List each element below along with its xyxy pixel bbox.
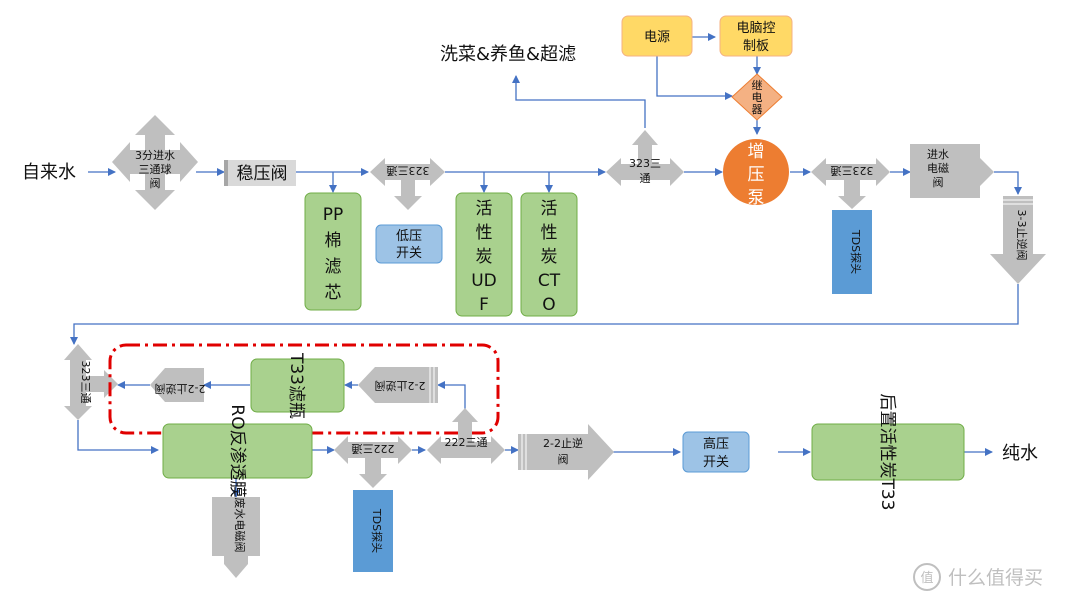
tds2-label: TDS探头	[370, 508, 383, 553]
relay-char-2: 电	[752, 91, 763, 104]
udf-line-1: 活	[476, 199, 493, 219]
check3-line-1: 2-2止逆	[543, 436, 583, 450]
high-sw-line-2: 开关	[703, 455, 729, 470]
check-valve-3: 2-2止逆 阀	[518, 424, 614, 480]
udf-filter: 活 性 炭 UD F	[455, 192, 513, 317]
cto-line-1: 活	[541, 199, 558, 219]
ball-valve-line-1: 3分进水	[135, 149, 175, 162]
pp-line-1: PP	[323, 205, 344, 225]
inlet-line-3: 阀	[933, 175, 944, 189]
tds-probe-2: TDS探头	[353, 490, 393, 572]
pump-char-1: 增	[748, 142, 765, 162]
tee1: 323三通	[370, 158, 445, 210]
tap-water-label: 自来水	[22, 162, 76, 183]
inlet-line-1: 进水	[927, 148, 949, 161]
ro-label: RO反渗透膜	[227, 404, 247, 497]
tee2-line-2: 通	[640, 172, 651, 185]
tee2-line-1: 323三	[629, 157, 661, 170]
t33-bottle: T33滤瓶	[250, 352, 345, 419]
relay-diamond: 继 电 器	[731, 73, 783, 121]
tee3-label: 323三通	[831, 164, 874, 177]
tee4: 323三通	[64, 344, 118, 420]
tee6-line-1: 222三通	[445, 436, 488, 449]
pp-line-3: 滤	[325, 257, 342, 277]
line-to-wash	[512, 75, 646, 128]
tee5: 222三通	[334, 436, 412, 488]
check2-label: 2-2止逆阀	[375, 379, 426, 393]
check1-label: 3-3止逆阀	[1015, 210, 1029, 261]
booster-pump: 增 压 泵	[723, 139, 789, 208]
check4-label: 2-2止逆阀	[155, 382, 206, 396]
udf-line-2: 性	[476, 223, 493, 243]
pp-filter: PP 棉 滤 芯	[304, 192, 362, 311]
waste-solenoid: 废水电磁阀	[212, 497, 260, 578]
watermark-logo-icon	[913, 563, 941, 591]
check-valve-4: 2-2止逆阀	[150, 368, 205, 402]
control-board-box: 电脑控 制板	[719, 15, 793, 57]
inlet-solenoid: 进水 电磁 阀	[910, 144, 994, 198]
cto-line-2: 性	[541, 223, 558, 243]
ro-membrane: RO反渗透膜	[162, 404, 313, 498]
watermark-logo-glyph: 值	[920, 570, 933, 586]
flow-lines	[70, 33, 1022, 498]
low-pressure-switch: 低压 开关	[375, 224, 443, 264]
udf-line-4: UD	[471, 271, 497, 291]
waste-label: 废水电磁阀	[233, 498, 247, 553]
tee1-label: 323三通	[387, 164, 430, 177]
pressure-regulator: 稳压阀	[224, 160, 296, 186]
line-power-to-relay	[656, 56, 733, 100]
regulator-label: 稳压阀	[237, 164, 288, 184]
cto-filter: 活 性 炭 CT O	[520, 192, 578, 317]
post-carbon-filter: 后置活性炭T33	[811, 393, 965, 511]
check-valve-2: 2-2止逆阀	[358, 367, 438, 403]
pump-char-3: 泵	[748, 188, 765, 208]
high-sw-line-1: 高压	[703, 436, 729, 452]
check-valve-1: 3-3止逆阀	[990, 196, 1046, 284]
tds1-label: TDS探头	[849, 229, 862, 274]
pp-line-4: 芯	[325, 283, 342, 303]
watermark: 值 什么值得买	[913, 563, 1043, 591]
watermark-text: 什么值得买	[948, 567, 1043, 589]
line-tee4-to-ro	[77, 420, 159, 454]
post-carbon-label: 后置活性炭T33	[877, 393, 897, 510]
control-board-label-2: 制板	[743, 39, 769, 54]
ball-valve-line-3: 阀	[150, 176, 161, 190]
cto-line-3: 炭	[541, 247, 558, 267]
post-filter-loop-dashed	[108, 343, 500, 435]
pure-water-label: 纯水	[1002, 443, 1038, 464]
cto-line-4: CT	[538, 271, 561, 291]
ball-valve-line-2: 三通球	[139, 162, 172, 176]
low-sw-line-1: 低压	[396, 229, 422, 244]
low-sw-line-2: 开关	[396, 246, 422, 261]
tee6: 222三通	[427, 408, 505, 464]
power-box: 电源	[621, 15, 693, 57]
control-board-label-1: 电脑控	[736, 21, 775, 36]
line-check1-to-tee4	[70, 284, 1019, 345]
relay-char-3: 器	[752, 103, 763, 116]
tee2: 323三 通	[606, 130, 684, 186]
udf-line-3: 炭	[476, 247, 493, 267]
check3-line-2: 阀	[558, 452, 569, 466]
wash-outlet-label: 洗菜&养鱼&超滤	[440, 44, 576, 65]
ball-valve: 3分进水 三通球 阀	[112, 115, 198, 210]
udf-line-5: F	[479, 295, 489, 315]
power-label: 电源	[644, 30, 670, 45]
high-pressure-switch: 高压 开关	[682, 431, 750, 473]
line-tee6-to-check2	[437, 381, 466, 410]
tee3: 323三通	[811, 158, 890, 209]
t33-bottle-label: T33滤瓶	[286, 352, 306, 419]
relay-char-1: 继	[752, 79, 763, 92]
line-inlet-to-check1	[994, 171, 1022, 195]
tds-probe-1: TDS探头	[832, 210, 872, 294]
cto-line-5: O	[542, 295, 555, 315]
inlet-line-2: 电磁	[927, 162, 949, 175]
pp-line-2: 棉	[325, 231, 342, 251]
tee5-label: 222三通	[352, 442, 395, 455]
tee4-label: 323三通	[79, 361, 92, 404]
pump-char-2: 压	[748, 165, 765, 185]
